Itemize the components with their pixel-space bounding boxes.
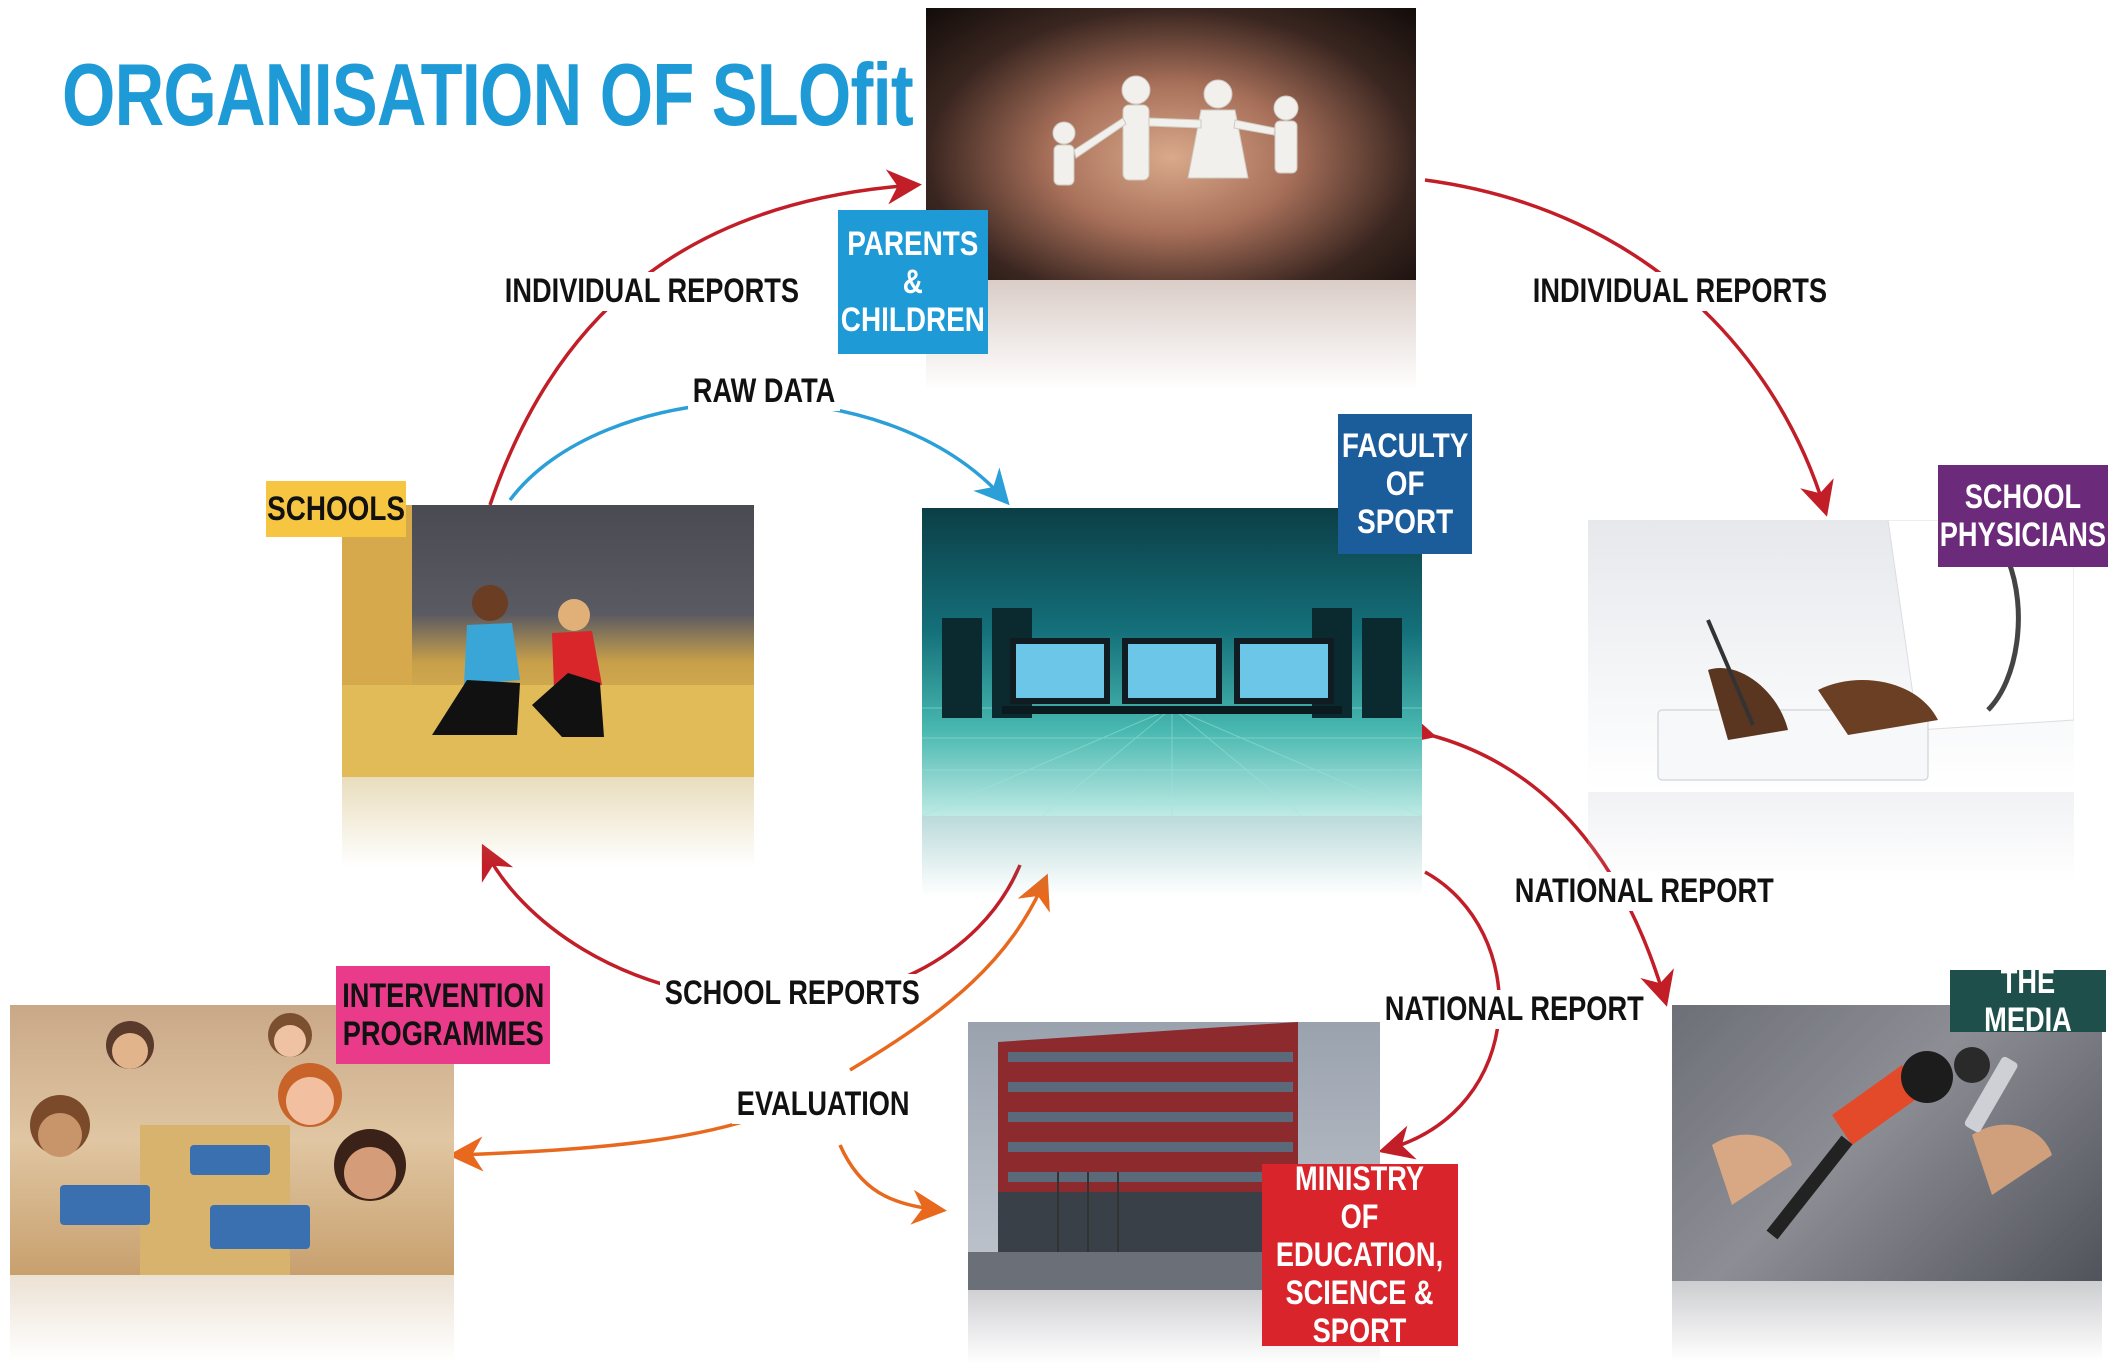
- arrow-evaluation-ministry: [838, 1144, 947, 1225]
- arrow-raw-data: [508, 400, 1010, 506]
- the-media-photo: [1672, 1005, 2102, 1281]
- parents-photo-reflection: [926, 280, 1416, 390]
- label-national-report-media: NATIONAL REPORT: [1510, 872, 1779, 911]
- tag-parents-children: PARENTS & CHILDREN: [838, 210, 988, 354]
- tag-intervention: INTERVENTION PROGRAMMES: [336, 966, 550, 1064]
- parents-children-photo: [926, 8, 1416, 280]
- label-evaluation: EVALUATION: [732, 1085, 915, 1124]
- label-national-report-ministry: NATIONAL REPORT: [1380, 990, 1649, 1029]
- arrow-individual-reports-right: [1424, 178, 1834, 517]
- tag-ministry: MINISTRY OF EDUCATION, SCIENCE & SPORT: [1262, 1160, 1458, 1350]
- faculty-of-sport-photo: [922, 508, 1422, 816]
- label-individual-reports-left: INDIVIDUAL REPORTS: [500, 272, 804, 311]
- intervention-photo-reflection: [10, 1275, 454, 1361]
- page-title: ORGANISATION OF SLOfit: [62, 45, 914, 144]
- arrow-national-report-media: [1398, 710, 1674, 1007]
- school-physicians-photo: [1588, 520, 2074, 792]
- tag-school-physicians: SCHOOL PHYSICIANS: [1938, 465, 2108, 567]
- faculty-photo-reflection: [922, 816, 1422, 896]
- label-individual-reports-right: INDIVIDUAL REPORTS: [1528, 272, 1832, 311]
- tag-faculty-of-sport: FACULTY OF SPORT: [1338, 414, 1472, 554]
- label-school-reports: SCHOOL REPORTS: [660, 974, 925, 1013]
- media-photo-reflection: [1672, 1281, 2102, 1361]
- label-raw-data: RAW DATA: [688, 372, 841, 411]
- physicians-photo-reflection: [1588, 792, 2074, 882]
- tag-schools: SCHOOLS: [266, 481, 406, 537]
- schools-photo: [342, 505, 754, 777]
- arrow-evaluation-faculty: [849, 873, 1050, 1072]
- tag-the-media: THE MEDIA: [1950, 963, 2106, 1039]
- schools-photo-reflection: [342, 777, 754, 867]
